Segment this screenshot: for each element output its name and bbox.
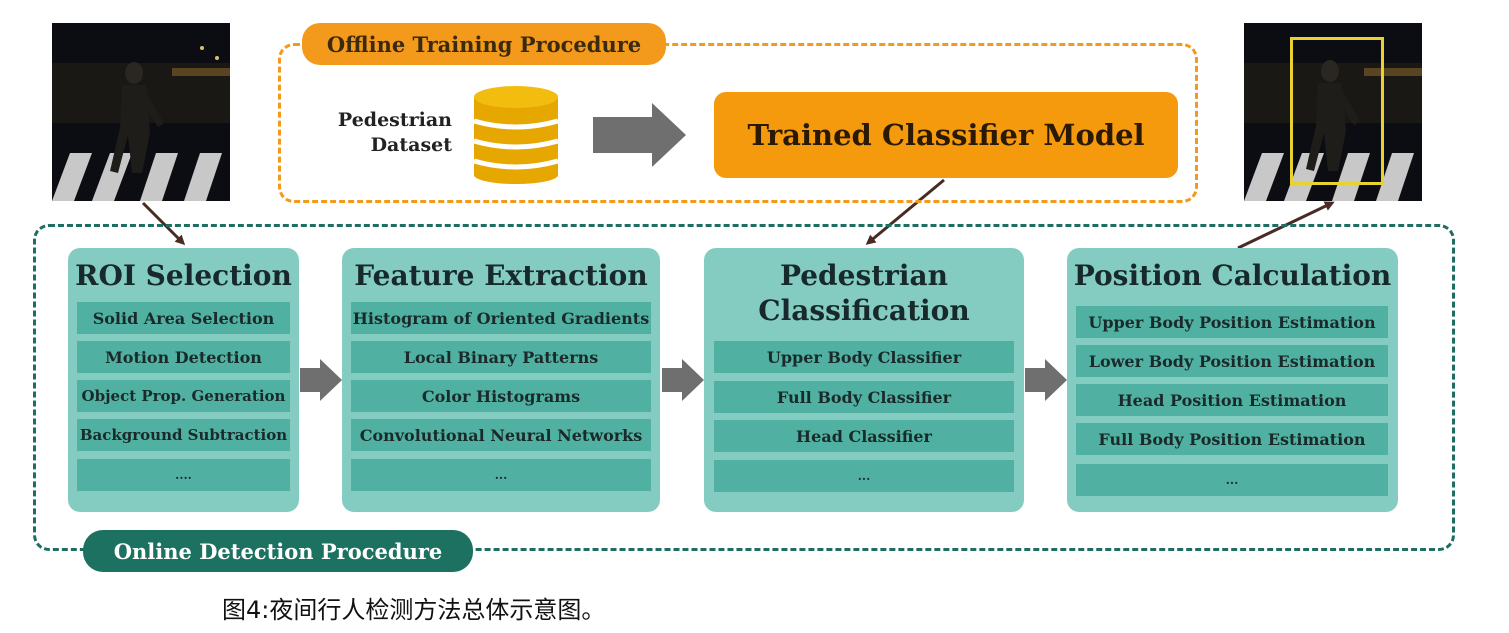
dataset-to-model-arrow	[593, 103, 686, 167]
online-detection-tag: Online Detection Procedure	[83, 530, 473, 572]
dataset-label-line2: Dataset	[370, 134, 452, 156]
stage-item: ...	[351, 459, 651, 491]
stage-item: Local Binary Patterns	[351, 341, 651, 373]
model-to-classifier-arrow	[865, 178, 945, 245]
offline-training-tag: Offline Training Procedure	[302, 23, 666, 65]
stage-position-calculation: Position Calculation Upper Body Position…	[1067, 248, 1398, 512]
input-night-image	[52, 23, 230, 201]
stage-item: Head Position Estimation	[1076, 384, 1388, 416]
input-to-roi-arrow	[141, 201, 186, 246]
figure-caption: 图4:夜间行人检测方法总体示意图。	[222, 596, 606, 624]
output-detection-image	[1244, 23, 1422, 201]
stage-title: ROI Selection	[75, 259, 292, 292]
roi-to-feature-arrow	[300, 359, 342, 401]
feature-to-classification-arrow	[662, 359, 704, 401]
stage-title: Feature Extraction	[354, 259, 648, 292]
classification-to-position-arrow	[1025, 359, 1067, 401]
stage-item: Object Prop. Generation	[77, 380, 290, 412]
online-detection-frame	[33, 224, 1455, 551]
stage-item: ...	[714, 460, 1014, 492]
stage-item: Convolutional Neural Networks	[351, 419, 651, 451]
stage-item: Motion Detection	[77, 341, 290, 373]
detection-bounding-box	[1290, 37, 1384, 185]
stage-title-line1: Pedestrian	[779, 259, 949, 292]
stage-feature-extraction: Feature Extraction Histogram of Oriented…	[342, 248, 660, 512]
stage-title: Position Calculation	[1073, 259, 1392, 292]
stage-item: Histogram of Oriented Gradients	[351, 302, 651, 334]
dataset-label-line1: Pedestrian	[337, 109, 452, 131]
offline-training-frame	[278, 43, 1198, 203]
stage-item: Background Subtraction	[77, 419, 290, 451]
stage-item: Color Histograms	[351, 380, 651, 412]
trained-classifier-model: Trained Classifier Model	[714, 92, 1178, 178]
stage-item: Full Body Position Estimation	[1076, 423, 1388, 455]
pedestrian-dataset-label: Pedestrian Dataset	[322, 108, 452, 158]
stage-item: Head Classifier	[714, 420, 1014, 452]
stage-item: ....	[77, 459, 290, 491]
stage-item: Solid Area Selection	[77, 302, 290, 334]
stage-roi-selection: ROI Selection Solid Area Selection Motio…	[68, 248, 299, 512]
stage-item: ...	[1076, 464, 1388, 496]
stage-item: Lower Body Position Estimation	[1076, 345, 1388, 377]
stage-title-line2: Classification	[758, 294, 970, 327]
stage-pedestrian-classification: Pedestrian Classification Upper Body Cla…	[704, 248, 1024, 512]
stage-item: Upper Body Classifier	[714, 341, 1014, 373]
database-icon	[473, 86, 559, 184]
stage-item: Upper Body Position Estimation	[1076, 306, 1388, 338]
stage-item: Full Body Classifier	[714, 381, 1014, 413]
